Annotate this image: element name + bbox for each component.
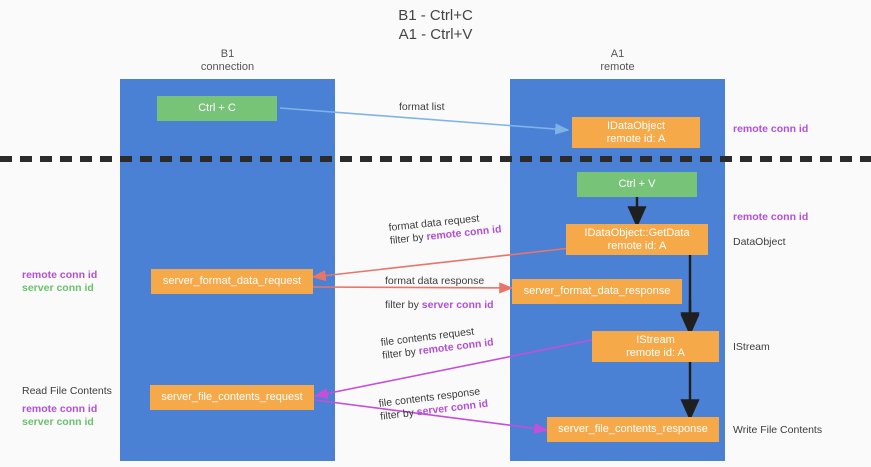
node-istream-line2: remote id: A [626,346,685,359]
node-server-file-contents-response[interactable]: server_file_contents_response [547,417,719,442]
filter-prefix: filter by [389,231,428,247]
annotation-left-read-file: Read File Contents [22,385,112,397]
edge-label-format-data-response: format data response filter by server co… [385,275,494,312]
title-line-2: A1 - Ctrl+V [398,26,473,43]
annotation-right-top-conn-id: remote conn id [733,123,809,135]
edge-label-file-contents-response: file contents response filter by server … [378,385,489,424]
node-idataobject-line2: remote id: A [606,132,666,145]
annotation-left-remote-conn-id-2: remote conn id [22,403,98,415]
annotation-left-server-conn-id-1: server conn id [22,282,94,294]
node-idataobject-getdata-line2: remote id: A [607,239,667,252]
node-idataobject-line1: IDataObject [606,119,666,132]
column-header-a1-role: remote [600,61,635,73]
node-idataobject-getdata-line1: IDataObject::GetData [584,226,690,239]
node-server-format-data-response[interactable]: server_format_data_response [512,279,682,304]
column-header-a1-name: A1 [610,48,625,60]
filter-key-server-conn-id: server conn id [421,299,494,311]
page-title: B1 - Ctrl+C A1 - Ctrl+V [0,6,871,44]
filter-prefix: filter by [385,299,422,311]
node-ctrl-c-line1: Ctrl + C [198,102,236,114]
column-header-b1-name: B1 [220,48,235,60]
node-ctrl-c[interactable]: Ctrl + C [157,96,277,121]
annotation-right-dataobject: DataObject [733,236,786,248]
node-istream[interactable]: IStream remote id: A [592,331,719,362]
node-idataobject[interactable]: IDataObject remote id: A [572,117,700,148]
annotation-right-istream: IStream [733,341,770,353]
node-server-format-data-request[interactable]: server_format_data_request [151,269,313,294]
column-header-b1: B1 connection [120,48,335,74]
column-header-a1: A1 remote [510,48,725,74]
edge-label-format-data-request: format data request filter by remote con… [388,210,502,248]
node-ctrl-v-line1: Ctrl + V [618,178,656,190]
title-line-1: B1 - Ctrl+C [398,7,473,24]
node-server-format-data-response-label: server_format_data_response [523,285,671,297]
edge-label-format-list: format list [399,101,445,113]
node-server-format-data-request-label: server_format_data_request [162,275,302,287]
annotation-left-server-conn-id-2: server conn id [22,416,94,428]
edge-label-file-contents-request: file contents request filter by remote c… [380,323,494,362]
column-header-b1-role: connection [200,61,255,73]
node-server-file-contents-request-label: server_file_contents_request [161,391,303,403]
annotation-right-write-file: Write File Contents [733,424,823,436]
node-ctrl-v[interactable]: Ctrl + V [577,172,697,197]
annotation-right-mid-conn-id: remote conn id [733,211,809,223]
phase-divider [0,156,871,162]
node-idataobject-getdata[interactable]: IDataObject::GetData remote id: A [566,224,708,255]
node-istream-line1: IStream [636,333,675,346]
node-server-file-contents-response-label: server_file_contents_response [558,423,708,435]
edge-label-format-data-response-text: format data response [385,275,485,287]
node-server-file-contents-request[interactable]: server_file_contents_request [150,385,314,410]
annotation-left-remote-conn-id-1: remote conn id [22,269,98,281]
edge-label-format-data-response-filter: filter by server conn id [385,299,494,312]
